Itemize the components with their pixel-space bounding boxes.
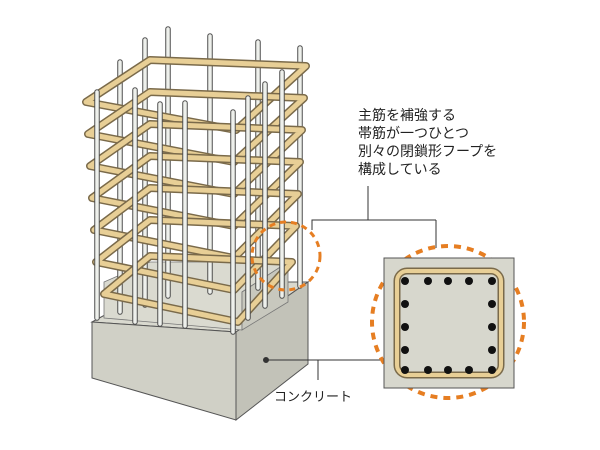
bar-section-dot (488, 300, 496, 308)
concrete-label: コンクリート (274, 390, 353, 405)
hoop-caption-line-4: 構成している (358, 162, 442, 178)
hoop-caption: 主筋を補強する 帯筋が一つひとつ 別々の閉鎖形フープを 構成している (358, 107, 588, 179)
main-bars-front (94, 69, 285, 335)
bar-section-dot (488, 277, 496, 285)
bar-section-dot (488, 323, 496, 331)
highlight-circle-cage (250, 220, 322, 292)
highlight-circle-section (370, 244, 526, 400)
hoop-caption-line-2: 帯筋が一つひとつ (358, 126, 470, 142)
hoop-caption-line-1: 主筋を補強する (358, 108, 456, 124)
bar-section-dot (488, 366, 496, 374)
leader-caption (311, 186, 369, 230)
bar-section-dot (465, 277, 473, 285)
cross-section (370, 244, 526, 400)
bar-section-dot (424, 366, 432, 374)
bar-section-dot (401, 323, 409, 331)
bar-section-dot (424, 277, 432, 285)
bar-section-dot (465, 366, 473, 374)
bar-section-dot (401, 346, 409, 354)
section-main-bars (401, 277, 496, 374)
concrete-base-front (91, 321, 237, 421)
bar-section-dot (401, 366, 409, 374)
bar-section-dot (401, 300, 409, 308)
bar-section-dot (488, 346, 496, 354)
hoop-caption-line-3: 別々の閉鎖形フープを (358, 144, 498, 160)
bar-section-dot (401, 277, 409, 285)
hoop-6 (92, 216, 300, 294)
bar-section-dot (444, 366, 452, 374)
bar-section-dot (444, 277, 452, 285)
